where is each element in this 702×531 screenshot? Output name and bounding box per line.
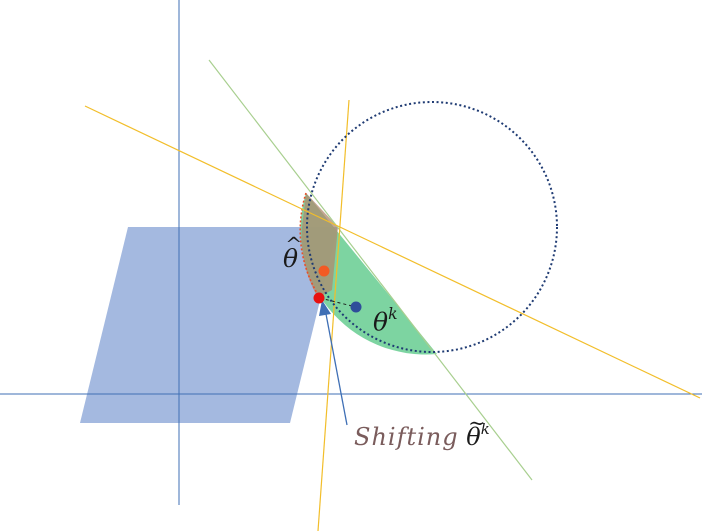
yellow-line-steep	[317, 99, 350, 531]
shifting-label: Shifting θk	[354, 411, 490, 452]
yellow-line-long	[84, 105, 701, 399]
theta-k-label: θk	[373, 305, 398, 337]
theta-k-point	[350, 301, 362, 313]
shift-arrow-shaft	[325, 313, 348, 426]
trust-region-circle	[306, 101, 558, 353]
connector-dashed	[319, 297, 357, 308]
feasible-parallelogram	[80, 227, 338, 423]
theta-hat-label: θ	[283, 232, 302, 273]
shifted-point	[313, 292, 325, 304]
theta-hat-point	[318, 265, 330, 277]
projection-arc	[299, 192, 321, 299]
shift-arrow-head	[319, 300, 331, 316]
